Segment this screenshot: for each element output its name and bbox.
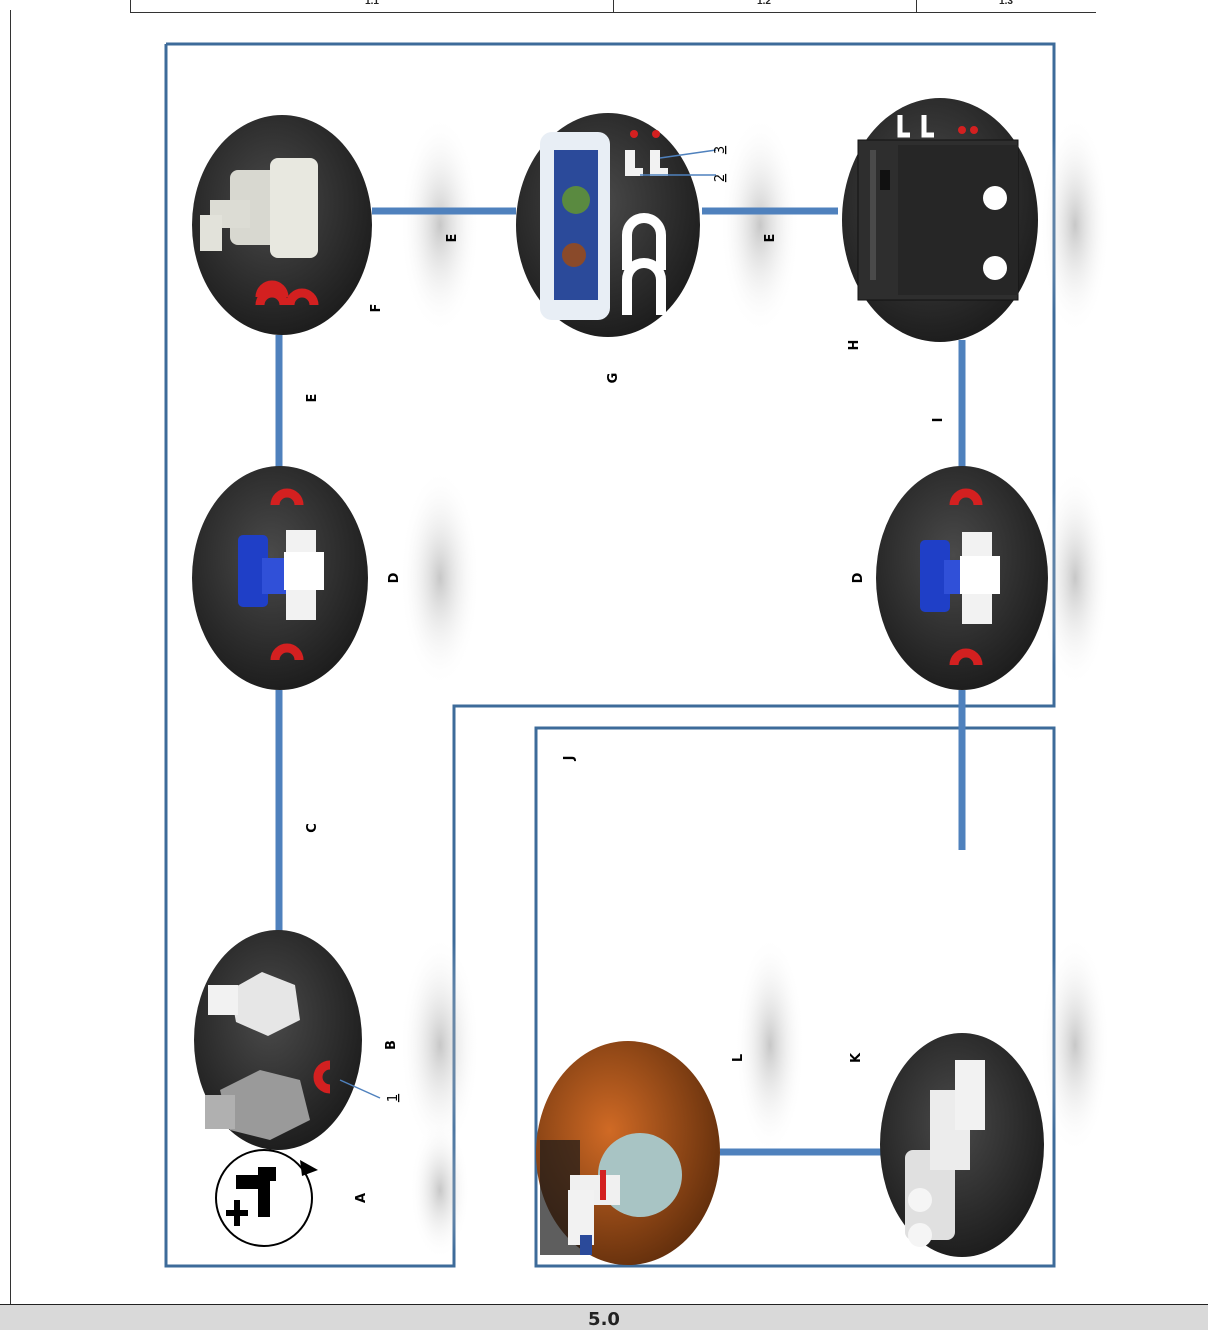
header-cell-1: 1.1 <box>130 0 614 13</box>
valve-photo-k <box>880 1033 1044 1257</box>
page-border <box>10 10 11 1304</box>
shadows <box>400 115 1110 1260</box>
adapter-photo-b <box>194 930 381 1150</box>
label-a: A <box>354 1193 369 1203</box>
filter-photo-f <box>192 115 372 335</box>
valve-photo-d-bottom <box>876 466 1048 690</box>
label-f: F <box>369 304 384 313</box>
label-e-3: E <box>763 234 778 243</box>
section-number: 5.0 <box>588 1309 620 1330</box>
label-e-2: E <box>445 234 460 243</box>
label-b: B <box>384 1040 399 1050</box>
filter-photo-g <box>516 113 717 337</box>
label-1: 1 <box>386 1094 401 1102</box>
label-3: 3 <box>713 146 728 154</box>
header-cell-3: 1.3 <box>916 0 1096 13</box>
label-d-top: D <box>387 572 402 583</box>
label-k: K <box>849 1052 864 1063</box>
label-l: L <box>731 1054 746 1062</box>
label-i: I <box>931 418 946 423</box>
valve-photo-d-top <box>192 466 368 690</box>
label-2: 2 <box>713 174 728 182</box>
labels: A B 1 C D E F E G 2 3 E H I D J L K <box>305 146 946 1203</box>
label-c: C <box>305 823 320 833</box>
label-g: G <box>606 373 621 384</box>
label-j: J <box>562 756 577 762</box>
tank-photo-l <box>536 1041 720 1265</box>
label-d-bottom: D <box>851 572 866 583</box>
pump-photo-h <box>842 98 1038 342</box>
pipes <box>275 207 966 1156</box>
label-h: H <box>847 340 862 351</box>
tap-icon <box>215 1149 318 1247</box>
header-strip: 1.1 1.2 1.3 <box>0 0 1208 13</box>
header-cell-2: 1.2 <box>612 0 917 13</box>
main-frame <box>164 42 1056 1268</box>
label-e-1: E <box>305 394 320 403</box>
footer-bar: 5.0 <box>0 1304 1208 1330</box>
